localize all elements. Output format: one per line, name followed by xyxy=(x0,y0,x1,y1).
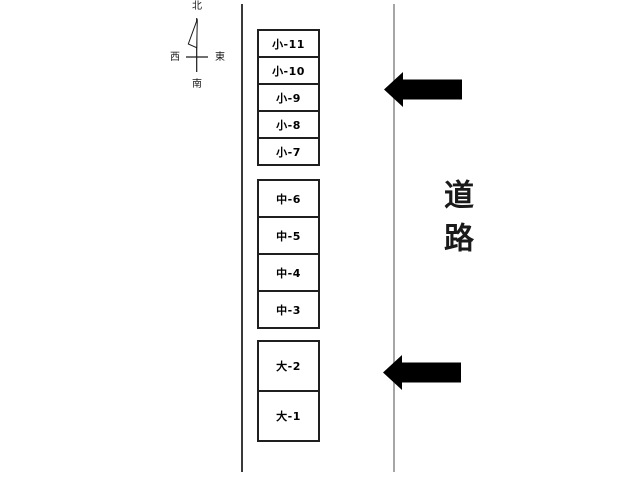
compass-south-label: 南 xyxy=(192,79,202,90)
lot-group-medium: 中-6 中-5 中-4 中-3 xyxy=(257,179,320,329)
lot-box: 小-7 xyxy=(257,137,320,166)
lot-box: 小-11 xyxy=(257,29,320,58)
lot-box: 中-5 xyxy=(257,216,320,255)
road-label: 道路 xyxy=(438,179,473,265)
compass-east-label: 東 xyxy=(215,52,225,63)
compass-needle-icon xyxy=(186,18,208,72)
lot-group-small: 小-11 小-10 小-9 小-8 小-7 xyxy=(257,29,320,166)
compass-north-label: 北 xyxy=(192,1,202,12)
lot-box: 小-9 xyxy=(257,83,320,112)
lot-box: 中-4 xyxy=(257,253,320,292)
lot-box: 大-2 xyxy=(257,340,320,392)
left-arrow-shape xyxy=(383,355,461,390)
lot-box: 小-10 xyxy=(257,56,320,85)
left-arrow-icon xyxy=(383,355,461,390)
lot-group-large: 大-2 大-1 xyxy=(257,340,320,442)
lot-box: 大-1 xyxy=(257,390,320,442)
compass-west-label: 西 xyxy=(170,52,180,63)
left-arrow-shape xyxy=(384,72,462,107)
road-edge-line-right xyxy=(393,4,395,472)
left-arrow-icon xyxy=(384,72,462,107)
lot-box: 小-8 xyxy=(257,110,320,139)
road-edge-line-left xyxy=(241,4,243,472)
lot-box: 中-3 xyxy=(257,290,320,329)
lot-box: 中-6 xyxy=(257,179,320,218)
